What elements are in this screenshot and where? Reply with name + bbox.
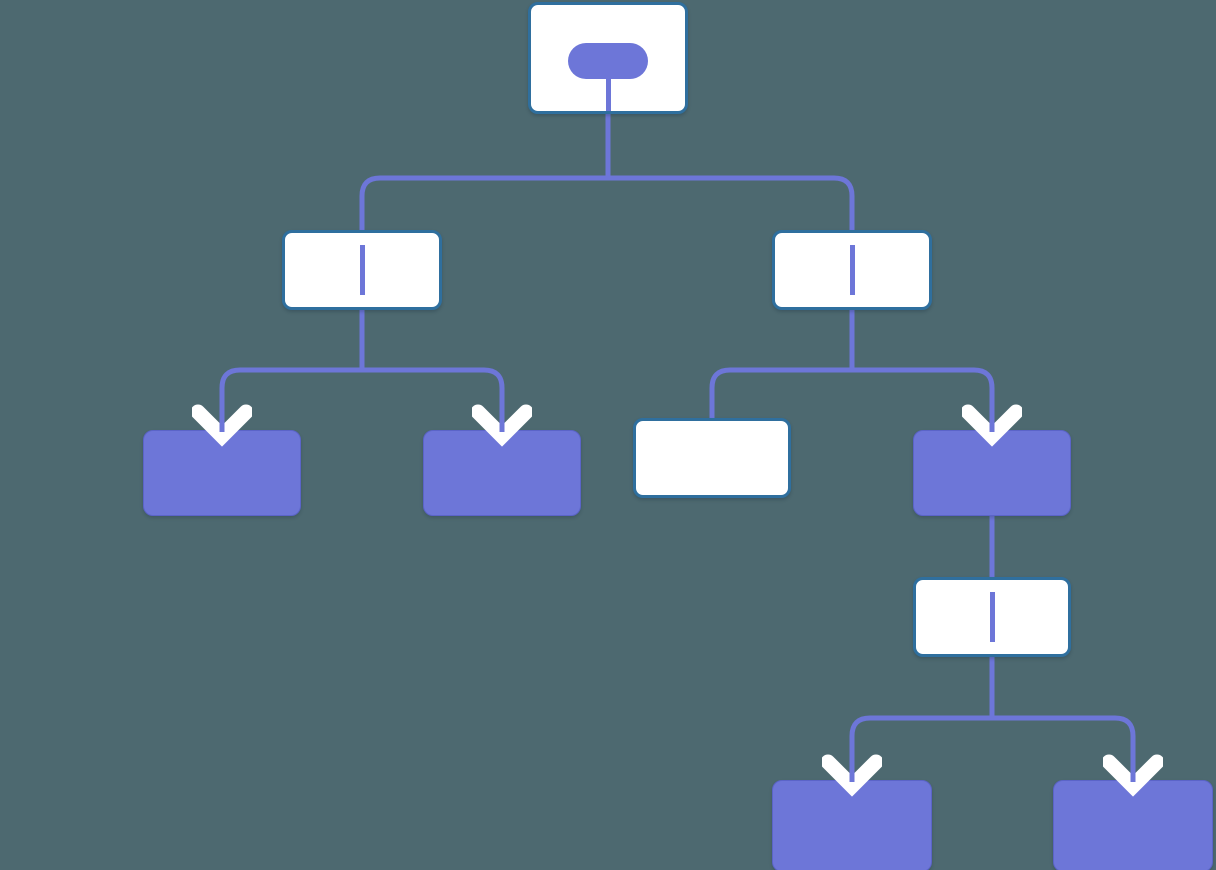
leaf-node-a[interactable] <box>143 430 301 516</box>
leaf-node-c[interactable] <box>633 418 791 498</box>
branch-node-right[interactable] <box>772 230 932 310</box>
node-through-line <box>359 245 365 295</box>
branch-node-left[interactable] <box>282 230 442 310</box>
branch-node-e[interactable] <box>913 577 1071 657</box>
node-through-line <box>989 592 995 642</box>
node-through-line <box>849 245 855 295</box>
root-node[interactable] <box>528 2 688 114</box>
pin-stem-icon <box>605 71 611 111</box>
leaf-node-g[interactable] <box>1053 780 1213 870</box>
leaf-node-b[interactable] <box>423 430 581 516</box>
branch-node-d[interactable] <box>913 430 1071 516</box>
leaf-node-f[interactable] <box>772 780 932 870</box>
